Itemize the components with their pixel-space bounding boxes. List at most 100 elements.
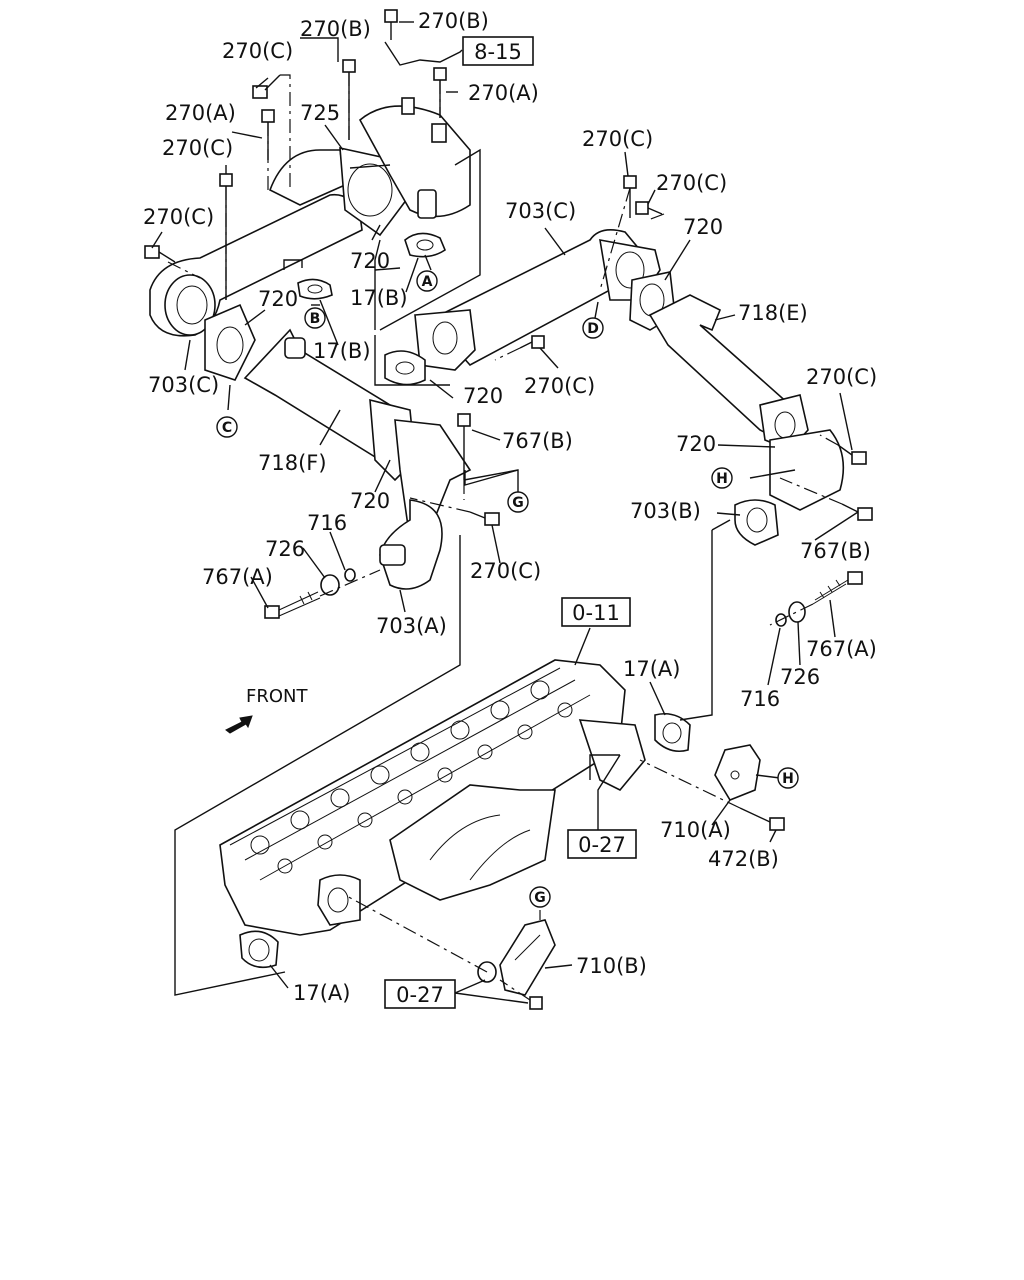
manifold-pipe-703b [734,429,845,546]
marker-a: A [416,270,438,292]
marker-b-text: B [310,311,321,327]
spacer-726-left [320,574,340,596]
front-arrow-icon [225,715,253,734]
label-720-b: 720 [258,287,298,311]
bolt-270c-r2 [635,201,663,215]
bolt-767a-left [264,591,321,619]
label-703b: 703(B) [630,499,701,523]
marker-d-text: D [587,321,599,337]
label-720-r: 720 [683,215,723,239]
label-718e: 718(E) [738,301,808,325]
ref-0-11-text: 0-11 [572,601,620,625]
label-270c-r1: 270(C) [582,127,653,151]
ref-box-0-27-a: 0-27 [567,829,637,859]
label-270c-3: 270(C) [143,205,214,229]
label-270c-low: 270(C) [470,559,541,583]
manifold-pipe-703a [379,499,443,590]
label-17b-a: 17(B) [350,286,408,310]
label-472b: 472(B) [708,847,779,871]
leader-lines [151,21,859,1004]
bracket-710a [714,744,761,801]
bolt-270c-low [469,511,500,526]
marker-h-bottom-text: H [782,771,794,787]
marker-d: D [582,317,604,339]
label-716-right: 716 [740,687,780,711]
bolt-270c-3 [144,245,176,263]
label-718f: 718(F) [258,451,327,475]
marker-c: C [216,416,238,438]
bolt-270c-right [837,444,867,465]
gasket-17a-bottom [239,930,279,969]
gasket-17b-b [297,278,333,300]
marker-g-bottom-text: G [534,890,546,906]
label-726-right: 726 [780,665,820,689]
marker-b: B [304,307,326,329]
label-270c-1: 270(C) [222,39,293,63]
ref-0-27-b-text: 0-27 [396,983,444,1007]
marker-g-top: G [507,491,529,513]
label-703c-left: 703(C) [148,373,219,397]
gasket-720-left [204,303,256,381]
turbo-elbow-top [358,97,471,219]
label-710b: 710(B) [576,954,647,978]
bolt-bracket-710b [529,996,543,1010]
washer-716-left [344,568,356,582]
ref-0-27-a-text: 0-27 [578,833,626,857]
ref-box-0-27-b: 0-27 [384,979,456,1009]
label-270c-2: 270(C) [162,136,233,160]
manifold-pipe-703c-right [384,229,661,386]
label-710a: 710(A) [660,818,731,842]
label-270c-r2: 270(C) [656,171,727,195]
manifold-pipe-718f [243,328,472,542]
label-767a-left: 767(A) [202,565,273,589]
marker-g-top-text: G [512,495,524,511]
bolt-270c-1 [252,74,281,99]
label-720-mid: 720 [463,384,503,408]
bolt-472b [739,807,785,831]
label-270a-top: 270(A) [468,81,539,105]
bolt-767b-right [841,503,873,521]
gasket-17a-top [654,712,691,753]
marker-c-text: C [222,420,232,436]
label-270c-right: 270(C) [806,365,877,389]
label-703a: 703(A) [376,614,447,638]
marker-h-top-text: H [716,471,728,487]
part-labels: 270(B) 270(B) 270(C) 270(A) 270(A) 725 2… [143,9,877,1005]
alignment-lines [167,72,843,1001]
label-front: FRONT [246,686,308,707]
label-17b-b: 17(B) [313,339,371,363]
label-767b-left: 767(B) [502,429,573,453]
ref-8-15-text: 8-15 [474,40,522,64]
label-703c-right: 703(C) [505,199,576,223]
gasket-17b-a [404,232,446,258]
label-270b-2: 270(B) [300,17,371,41]
marker-a-text: A [422,274,433,290]
label-720-low: 720 [350,489,390,513]
ref-box-8-15: 8-15 [462,36,534,66]
label-270a-left: 270(A) [165,101,236,125]
cylinder-head [219,659,646,936]
bolt-767a-right [812,571,863,605]
marker-h-top: H [711,467,733,489]
marker-h-bottom: H [777,767,799,789]
bolt-270c-mid [519,335,545,349]
ref-box-0-11: 0-11 [561,597,631,627]
bolt-270b-top [384,9,398,40]
label-767a-right: 767(A) [806,637,877,661]
bolt-270c-r1 [623,175,637,218]
spacer-726-right [788,601,806,623]
label-17a-bottom: 17(A) [293,981,350,1005]
label-270c-mid: 270(C) [524,374,595,398]
label-726-left: 726 [265,537,305,561]
label-716-left: 716 [307,511,347,535]
label-720-right: 720 [676,432,716,456]
bolt-767b-left [457,413,471,480]
bracket-710b [499,919,556,996]
label-725: 725 [300,101,340,125]
label-17a-top: 17(A) [623,657,680,681]
label-767b-right: 767(B) [800,539,871,563]
label-720-a: 720 [350,249,390,273]
marker-g-bottom: G [529,886,551,908]
label-270b-top: 270(B) [418,9,489,33]
